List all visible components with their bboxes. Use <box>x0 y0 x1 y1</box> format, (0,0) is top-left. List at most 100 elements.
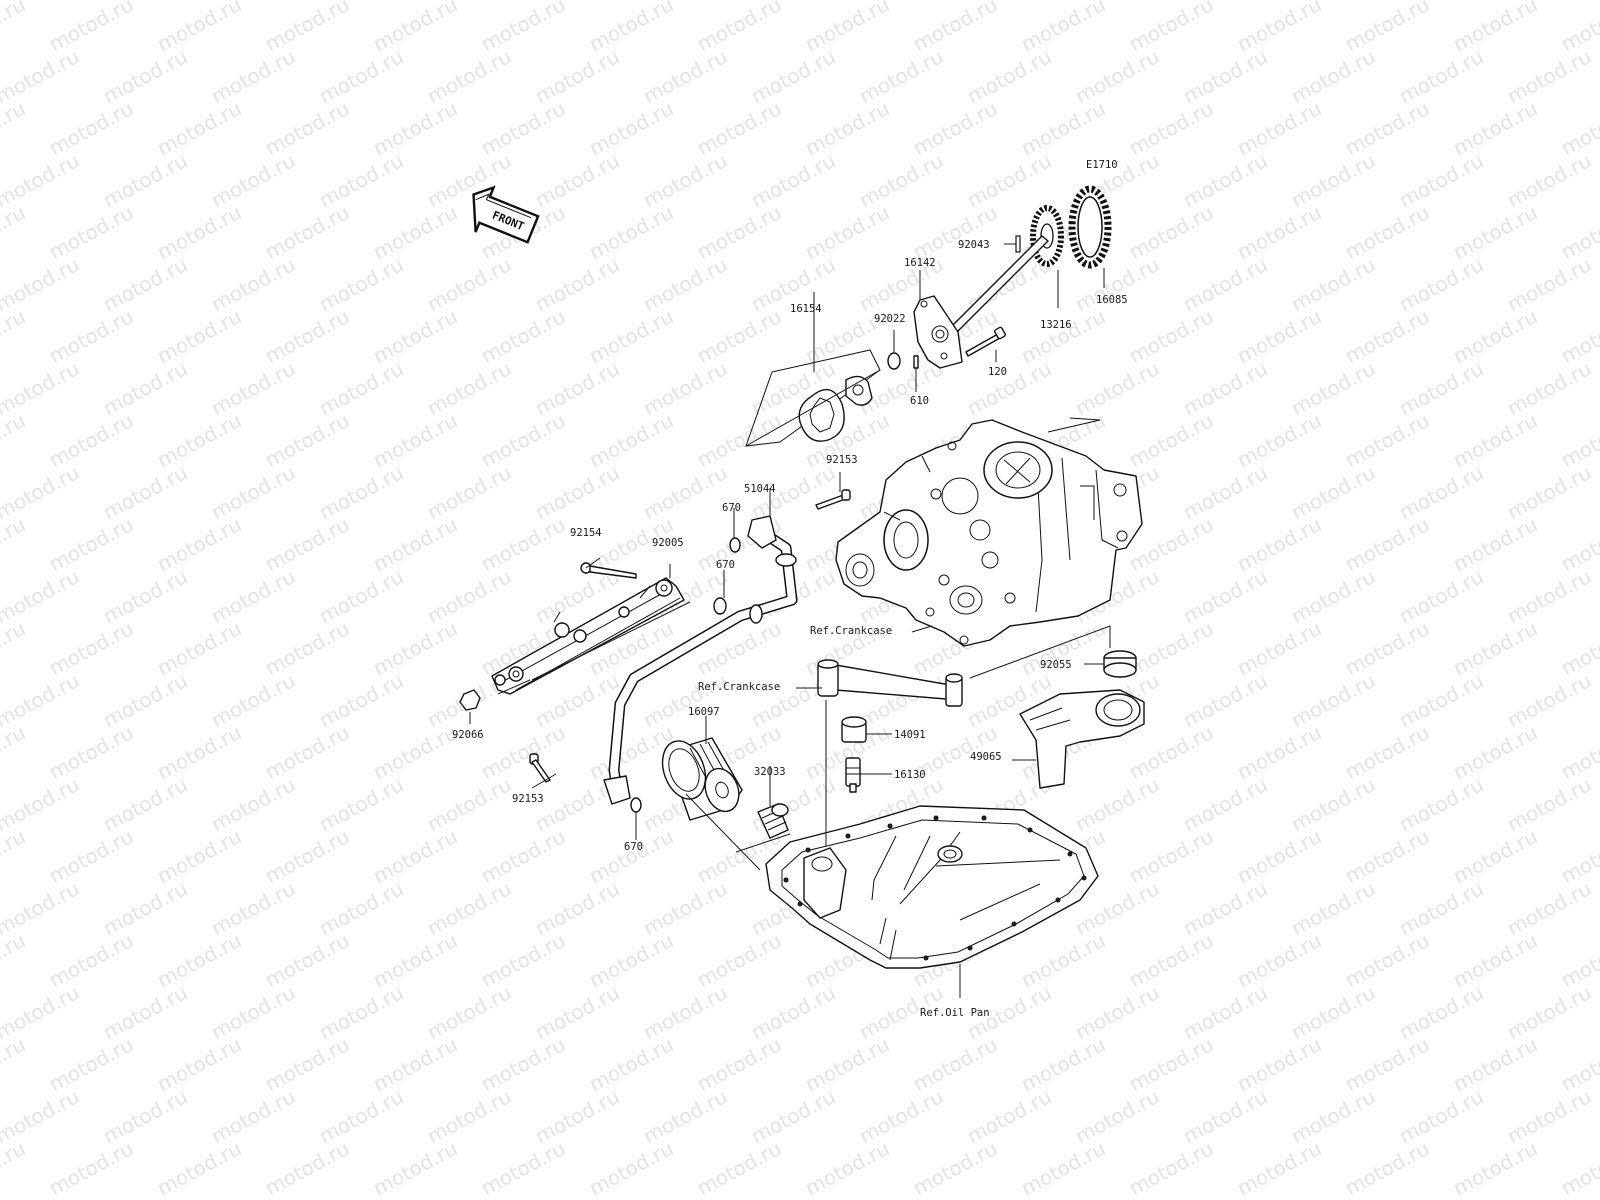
watermark-text: motod.ru <box>99 668 191 732</box>
label-16142[interactable]: 16142 <box>904 257 936 269</box>
watermark-text: motod.ru <box>423 772 515 836</box>
label-49065[interactable]: 49065 <box>970 751 1002 763</box>
front-arrow-icon: FRONT <box>472 185 540 244</box>
watermark-text: motod.ru <box>693 200 785 264</box>
watermark-text: motod.ru <box>207 356 299 420</box>
bolt-120 <box>965 326 1006 357</box>
watermark-text: motod.ru <box>1395 772 1487 836</box>
watermark-text: motod.ru <box>1233 408 1325 472</box>
label-16097[interactable]: 16097 <box>688 706 720 718</box>
watermark-text: motod.ru <box>153 408 245 472</box>
watermark-text: motod.ru <box>1395 1084 1487 1148</box>
watermark-text: motod.ru <box>99 980 191 1044</box>
watermark-text: motod.ru <box>639 980 731 1044</box>
watermark-text: motod.ru <box>45 408 137 472</box>
ref-crankcase-2[interactable]: Ref.Crankcase <box>698 681 780 693</box>
watermark-text: motod.ru <box>1503 44 1595 108</box>
oil-filter-16097 <box>661 737 743 821</box>
watermark-text: motod.ru <box>1125 616 1217 680</box>
watermark-text: motod.ru <box>1395 668 1487 732</box>
label-670-a[interactable]: 670 <box>722 502 741 514</box>
watermark-text: motod.ru <box>639 668 731 732</box>
label-92154[interactable]: 92154 <box>570 527 602 539</box>
watermark-text: motod.ru <box>639 252 731 316</box>
watermark-text: motod.ru <box>909 96 1001 160</box>
label-670-c[interactable]: 670 <box>624 841 643 853</box>
label-670-b[interactable]: 670 <box>716 559 735 571</box>
watermark-text: motod.ru <box>261 304 353 368</box>
watermark-text: motod.ru <box>315 668 407 732</box>
watermark-text: motod.ru <box>1233 616 1325 680</box>
watermark-text: motod.ru <box>315 564 407 628</box>
watermark-text: motod.ru <box>1395 564 1487 628</box>
watermark-text: motod.ru <box>0 1032 29 1096</box>
watermark-text: motod.ru <box>315 772 407 836</box>
label-92043[interactable]: 92043 <box>958 239 990 251</box>
watermark-text: motod.ru <box>1233 304 1325 368</box>
watermark-text: motod.ru <box>207 1084 299 1148</box>
label-610[interactable]: 610 <box>910 395 929 407</box>
pin-92043 <box>1015 235 1021 253</box>
leader-lines <box>469 243 1111 998</box>
ref-oil-pan[interactable]: Ref.Oil Pan <box>920 1007 990 1019</box>
label-92153-top[interactable]: 92153 <box>826 454 858 466</box>
watermark-text: motod.ru <box>1017 1032 1109 1096</box>
label-120[interactable]: 120 <box>988 366 1007 378</box>
label-13216[interactable]: 13216 <box>1040 319 1072 331</box>
watermark-text: motod.ru <box>1287 460 1379 524</box>
watermark-text: motod.ru <box>1287 876 1379 940</box>
watermark-text: motod.ru <box>315 148 407 212</box>
watermark-text: motod.ru <box>1125 96 1217 160</box>
watermark-text: motod.ru <box>369 928 461 992</box>
diagram-code: E1710 <box>1086 159 1118 171</box>
watermark-text: motod.ru <box>1449 720 1541 784</box>
watermark-text: motod.ru <box>909 1136 1001 1200</box>
watermark-text: motod.ru <box>1503 1084 1595 1148</box>
watermark-text: motod.ru <box>1395 876 1487 940</box>
watermark-text: motod.ru <box>747 980 839 1044</box>
watermark-text: motod.ru <box>369 1136 461 1200</box>
bolt-92153-top <box>815 489 851 510</box>
watermark-text: motod.ru <box>369 200 461 264</box>
label-16085[interactable]: 16085 <box>1096 294 1128 306</box>
label-14091[interactable]: 14091 <box>894 729 926 741</box>
watermark-text: motod.ru <box>45 0 137 56</box>
watermark-text: motod.ru <box>585 96 677 160</box>
watermark-text: motod.ru <box>1341 96 1433 160</box>
watermark-text: motod.ru <box>1287 44 1379 108</box>
watermark-text: motod.ru <box>747 148 839 212</box>
watermark-text: motod.ru <box>261 408 353 472</box>
label-51044[interactable]: 51044 <box>744 483 776 495</box>
watermark-text: motod.ru <box>963 356 1055 420</box>
label-16154[interactable]: 16154 <box>790 303 822 315</box>
watermark-text: motod.ru <box>45 824 137 888</box>
watermark-text: motod.ru <box>153 928 245 992</box>
watermark-text: motod.ru <box>1233 1032 1325 1096</box>
watermark-text: motod.ru <box>639 876 731 940</box>
watermark-text: motod.ru <box>1125 304 1217 368</box>
ref-crankcase-1[interactable]: Ref.Crankcase <box>810 625 892 637</box>
gear-16085 <box>1068 185 1112 269</box>
label-92005[interactable]: 92005 <box>652 537 684 549</box>
watermark-text: motod.ru <box>1503 460 1595 524</box>
watermark-text: motod.ru <box>261 1136 353 1200</box>
watermark-text: motod.ru <box>1341 1032 1433 1096</box>
watermark-text: motod.ru <box>45 928 137 992</box>
oil-pipe-51044 <box>603 515 798 805</box>
label-32033[interactable]: 32033 <box>754 766 786 778</box>
watermark-text: motod.ru <box>531 1084 623 1148</box>
watermark-text: motod.ru <box>1395 356 1487 420</box>
watermark-text: motod.ru <box>0 304 29 368</box>
label-16130[interactable]: 16130 <box>894 769 926 781</box>
watermark-text: motod.ru <box>99 460 191 524</box>
watermark-text: motod.ru <box>585 928 677 992</box>
label-92153-bottom[interactable]: 92153 <box>512 793 544 805</box>
label-92022[interactable]: 92022 <box>874 313 906 325</box>
label-92066[interactable]: 92066 <box>452 729 484 741</box>
watermark-text: motod.ru <box>693 0 785 56</box>
watermark-text: motod.ru <box>693 1136 785 1200</box>
label-92055[interactable]: 92055 <box>1040 659 1072 671</box>
watermark-text: motod.ru <box>1017 928 1109 992</box>
watermark-text: motod.ru <box>531 876 623 940</box>
watermark-text: motod.ru <box>423 980 515 1044</box>
